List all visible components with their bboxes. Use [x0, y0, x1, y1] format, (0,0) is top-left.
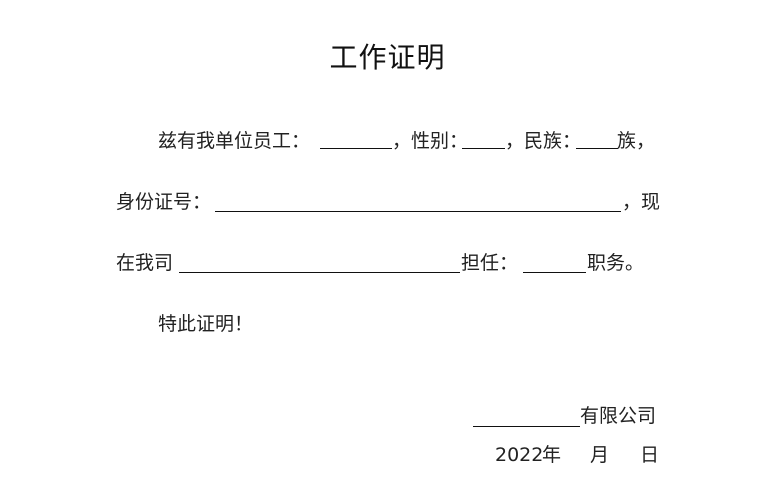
ethnicity-suffix: 族，	[617, 130, 656, 152]
date-year: 2022	[495, 444, 544, 466]
role-label: 担任：	[461, 252, 519, 274]
gender-label: ，性别：	[392, 130, 469, 152]
job-suffix: 职务。	[587, 252, 645, 274]
department-blank[interactable]	[179, 272, 460, 273]
job-title-blank[interactable]	[523, 272, 586, 273]
ethnicity-blank[interactable]	[576, 148, 618, 149]
company-name-blank[interactable]	[473, 426, 580, 427]
position-line: 在我司	[116, 250, 173, 276]
id-number-blank[interactable]	[215, 211, 621, 212]
ethnicity-label: ，民族：	[505, 130, 582, 152]
closing-statement: 特此证明！	[158, 313, 254, 335]
role-segment: 担任：	[461, 250, 518, 276]
employee-info-line: 兹有我单位员工：	[158, 128, 310, 154]
date-month-label: 月	[590, 444, 610, 466]
job-suffix-segment: 职务。	[587, 250, 644, 276]
page-title: 工作证明	[329, 41, 446, 74]
id-number-line: 身份证号：	[116, 189, 211, 215]
gender-segment: ，性别：	[392, 128, 468, 154]
company-suffix: 有限公司	[580, 405, 657, 427]
date-day-label: 日	[640, 444, 660, 466]
ethnicity-suffix-segment: 族，	[617, 128, 655, 154]
id-number-label: 身份证号：	[116, 191, 212, 213]
date-year-label: 年	[542, 444, 562, 466]
id-number-suffix: ，现	[622, 191, 661, 213]
employee-label: 兹有我单位员工：	[158, 130, 311, 152]
employee-name-blank[interactable]	[320, 148, 392, 149]
id-suffix-segment: ，现	[622, 189, 660, 215]
ethnicity-segment: ，民族：	[505, 128, 581, 154]
gender-blank[interactable]	[462, 148, 505, 149]
company-prefix: 在我司	[116, 252, 174, 274]
